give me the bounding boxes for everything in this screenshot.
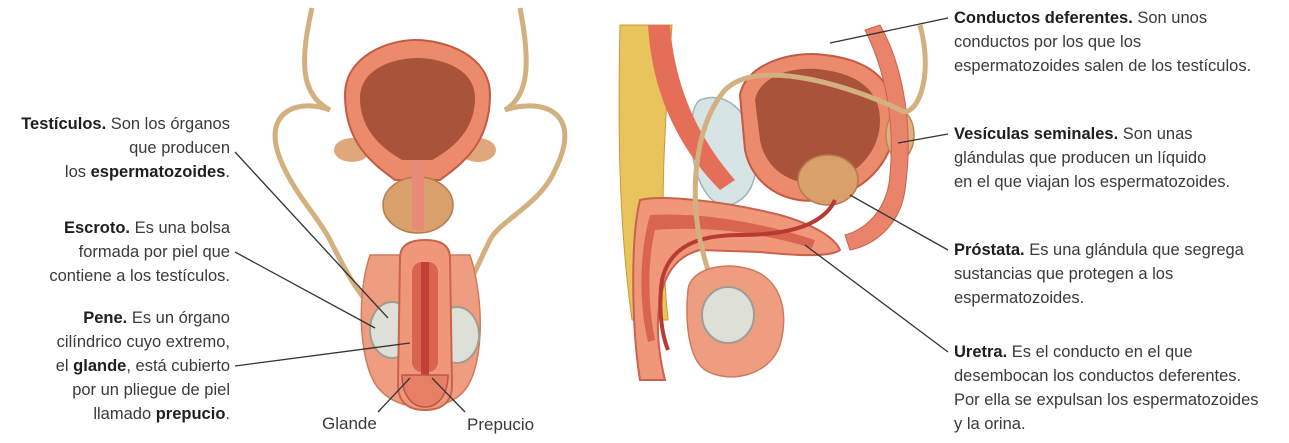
side-bladder-inner — [755, 68, 880, 184]
label-uretra: Uretra. Es el conducto en el que desembo… — [954, 340, 1259, 436]
side-abdominal-wall — [648, 25, 735, 190]
side-testis — [701, 286, 755, 344]
label-conductos-deferentes: Conductos deferentes. Son unos conductos… — [954, 6, 1251, 78]
text-prostata-2: sustancias que protegen a los — [954, 265, 1174, 283]
term-escroto: Escroto. — [63, 219, 131, 237]
term-pene: Pene. — [83, 309, 128, 327]
label-prostata: Próstata. Es una glándula que segrega su… — [954, 238, 1244, 310]
term-testiculos: Testículos. — [21, 115, 107, 133]
front-bladder-inner — [360, 58, 475, 160]
text-pene-5a: llamado — [93, 405, 156, 423]
text-testiculos-2: que producen — [129, 139, 230, 157]
side-view-illustration — [618, 24, 928, 381]
label-vesiculas-seminales: Vesículas seminales. Son unas glándulas … — [954, 122, 1230, 194]
front-vas-deferens-right — [438, 7, 568, 324]
text-pene-3a: el — [55, 357, 74, 375]
text-conductos-1: Son unos — [1132, 9, 1208, 27]
text-prostata-3: espermatozoides. — [954, 289, 1085, 307]
leader-uretra — [804, 244, 949, 353]
label-glande: Glande — [322, 414, 377, 433]
text-testiculos-3b: espermatozoides — [90, 163, 226, 181]
term-conductos: Conductos deferentes. — [954, 9, 1133, 27]
text-vesiculas-2: glándulas que producen un líquido — [954, 149, 1207, 167]
text-testiculos-3a: los — [64, 163, 91, 181]
front-urethra-line — [421, 262, 429, 382]
text-vesiculas-1: Son unas — [1118, 125, 1193, 143]
front-vas-deferens-left — [272, 7, 387, 322]
text-pene-3c: , está cubierto — [126, 357, 230, 375]
front-view-illustration — [272, 7, 568, 412]
front-urethra-top — [412, 160, 424, 230]
text-pene-5c: . — [225, 405, 230, 423]
term-prostata: Próstata. — [954, 241, 1025, 259]
text-pene-3b: glande — [73, 357, 127, 375]
text-escroto-1: Es una bolsa — [130, 219, 230, 237]
leader-prepucio — [431, 377, 466, 413]
text-testiculos-1: Son los órganos — [106, 115, 230, 133]
side-corpus-cavernosum — [641, 214, 815, 342]
text-escroto-2: formada por piel que — [78, 243, 230, 261]
text-conductos-3: espermatozoides salen de los testículos. — [954, 57, 1252, 75]
leader-escroto — [234, 251, 376, 329]
text-uretra-2: desembocan los conductos deferentes. — [954, 367, 1242, 385]
text-uretra-3: Por ella se expulsan los espermatozoides — [954, 391, 1259, 409]
term-uretra: Uretra. — [954, 343, 1008, 361]
leader-conductos — [829, 17, 949, 44]
label-prepucio: Prepucio — [467, 415, 535, 434]
text-conductos-2: conductos por los que los — [954, 33, 1142, 51]
text-pene-4: por un pliegue de piel — [72, 381, 230, 399]
text-pene-5b: prepucio — [155, 405, 226, 423]
label-testiculos: Testículos. Son los órganos que producen… — [21, 112, 230, 184]
term-vesiculas: Vesículas seminales. — [954, 125, 1119, 143]
leader-pene — [234, 342, 411, 367]
text-testiculos-3c: . — [225, 163, 230, 181]
leader-glande — [377, 377, 411, 413]
text-pene-2: cilíndrico cuyo extremo, — [56, 333, 230, 351]
text-pene-1: Es un órgano — [127, 309, 230, 327]
leader-testiculos — [234, 151, 389, 319]
text-uretra-4: y la orina. — [954, 415, 1026, 433]
text-escroto-3: contiene a los testículos. — [49, 267, 230, 285]
side-urethra — [658, 199, 837, 351]
text-uretra-1: Es el conducto en el que — [1007, 343, 1193, 361]
text-prostata-1: Es una glándula que segrega — [1024, 241, 1244, 259]
side-vas-deferens — [692, 24, 928, 302]
leader-prostata — [849, 194, 949, 251]
label-pene: Pene. Es un órgano cilíndrico cuyo extre… — [56, 306, 230, 426]
label-escroto: Escroto. Es una bolsa formada por piel q… — [49, 216, 230, 288]
leader-vesiculas — [897, 133, 949, 144]
leader-lines — [234, 17, 949, 413]
side-prostate — [797, 154, 859, 206]
text-vesiculas-3: en el que viajan los espermatozoides. — [954, 173, 1231, 191]
